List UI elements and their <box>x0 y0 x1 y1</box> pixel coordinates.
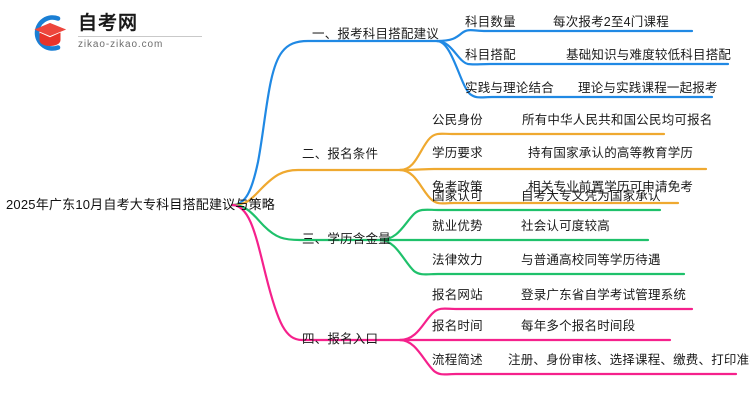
branch-1-child-2-detail[interactable]: 基础知识与难度较低科目搭配 <box>566 48 732 62</box>
branch-3-edges <box>230 203 686 276</box>
branch-3-child-1-label[interactable]: 国家认可 <box>432 189 483 203</box>
logo-text: 自考网 zikao-zikao.com <box>78 13 202 50</box>
branch-2-child-2-detail[interactable]: 持有国家承认的高等教育学历 <box>528 146 694 160</box>
branch-4-child-3-label[interactable]: 流程简述 <box>432 353 483 367</box>
branch-4-child-1-label[interactable]: 报名网站 <box>432 288 483 302</box>
branch-1-child-2-label[interactable]: 科目搭配 <box>465 48 516 62</box>
branch-3-child-2-detail[interactable]: 社会认可度较高 <box>521 219 610 233</box>
branch-4-child-3-detail[interactable]: 注册、身份审核、选择课程、缴费、打印准考证 <box>508 353 750 367</box>
site-logo: 自考网 zikao-zikao.com <box>28 10 218 56</box>
branch-2-child-3-label[interactable]: 免考政策 <box>432 180 483 194</box>
branch-4-child-2-detail[interactable]: 每年多个报名时间段 <box>521 319 636 333</box>
branch-1-child-1-label[interactable]: 科目数量 <box>465 15 516 29</box>
branch-3-child-3-detail[interactable]: 与普通高校同等学历待遇 <box>521 253 661 267</box>
branch-4-label[interactable]: 四、报名入口 <box>302 332 379 346</box>
branch-1-child-3-detail[interactable]: 理论与实践课程一起报考 <box>578 81 718 95</box>
branch-4-child-2-label[interactable]: 报名时间 <box>432 319 483 333</box>
branch-3-label[interactable]: 三、学历含金量 <box>302 232 391 246</box>
branch-2-child-3-detail[interactable]: 相关专业前置学历可申请免考 <box>528 180 694 194</box>
branch-1-edges <box>230 29 730 207</box>
branch-4-edges <box>230 203 738 376</box>
branch-1-child-1-detail[interactable]: 每次报考2至4门课程 <box>553 15 669 29</box>
branch-2-child-1-detail[interactable]: 所有中华人民共和国公民均可报名 <box>522 113 713 127</box>
branch-2-child-1-label[interactable]: 公民身份 <box>432 113 483 127</box>
logo-name-cn: 自考网 <box>78 12 139 34</box>
branch-4-child-1-detail[interactable]: 登录广东省自学考试管理系统 <box>521 288 687 302</box>
root-node-label[interactable]: 2025年广东10月自考大专科目搭配建议与策略 <box>6 197 275 212</box>
branch-1-label[interactable]: 一、报考科目搭配建议 <box>312 27 440 41</box>
branch-2-edges <box>230 132 708 207</box>
logo-divider <box>78 35 202 37</box>
branch-3-child-3-label[interactable]: 法律效力 <box>432 253 483 267</box>
branch-1-child-3-label[interactable]: 实践与理论结合 <box>465 81 554 95</box>
branch-2-label[interactable]: 二、报名条件 <box>302 147 379 161</box>
branch-2-child-2-label[interactable]: 学历要求 <box>432 146 483 160</box>
graduation-cap-in-arc-logo-icon <box>28 12 72 54</box>
branch-3-child-1-detail[interactable]: 自考大专文凭为国家承认 <box>521 189 661 203</box>
logo-domain: zikao-zikao.com <box>78 38 164 50</box>
branch-3-child-2-label[interactable]: 就业优势 <box>432 219 483 233</box>
